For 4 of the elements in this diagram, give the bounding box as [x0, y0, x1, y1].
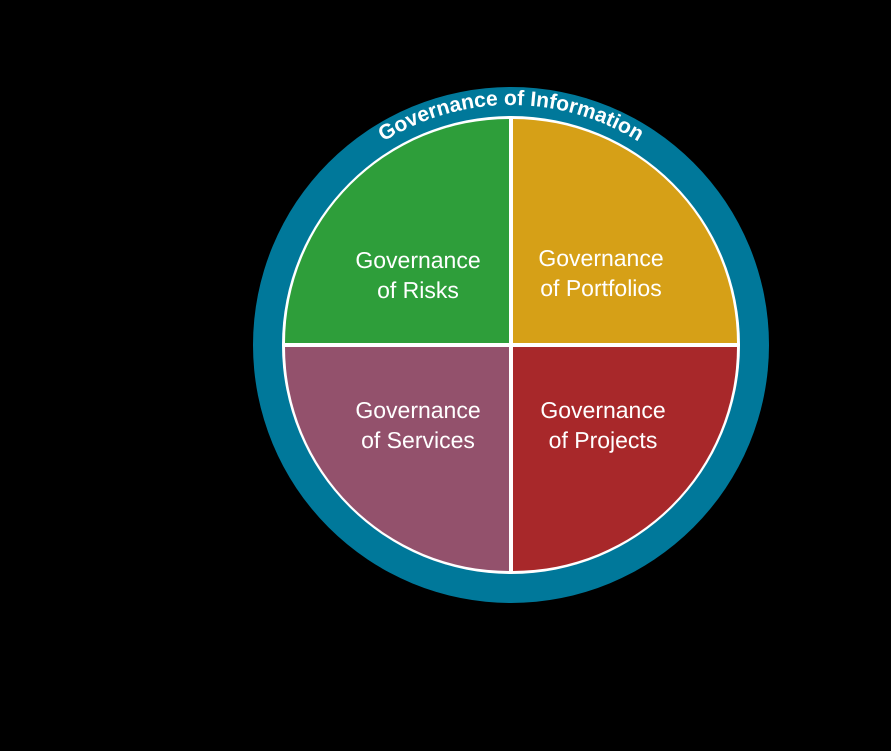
quadrant-label: Governance of Risks: [354, 246, 482, 305]
quadrant-label: Governance of Services: [354, 396, 482, 455]
quadrant-label: Governance of Projects: [539, 396, 667, 455]
quadrant-label: Governance of Portfolios: [537, 244, 665, 303]
